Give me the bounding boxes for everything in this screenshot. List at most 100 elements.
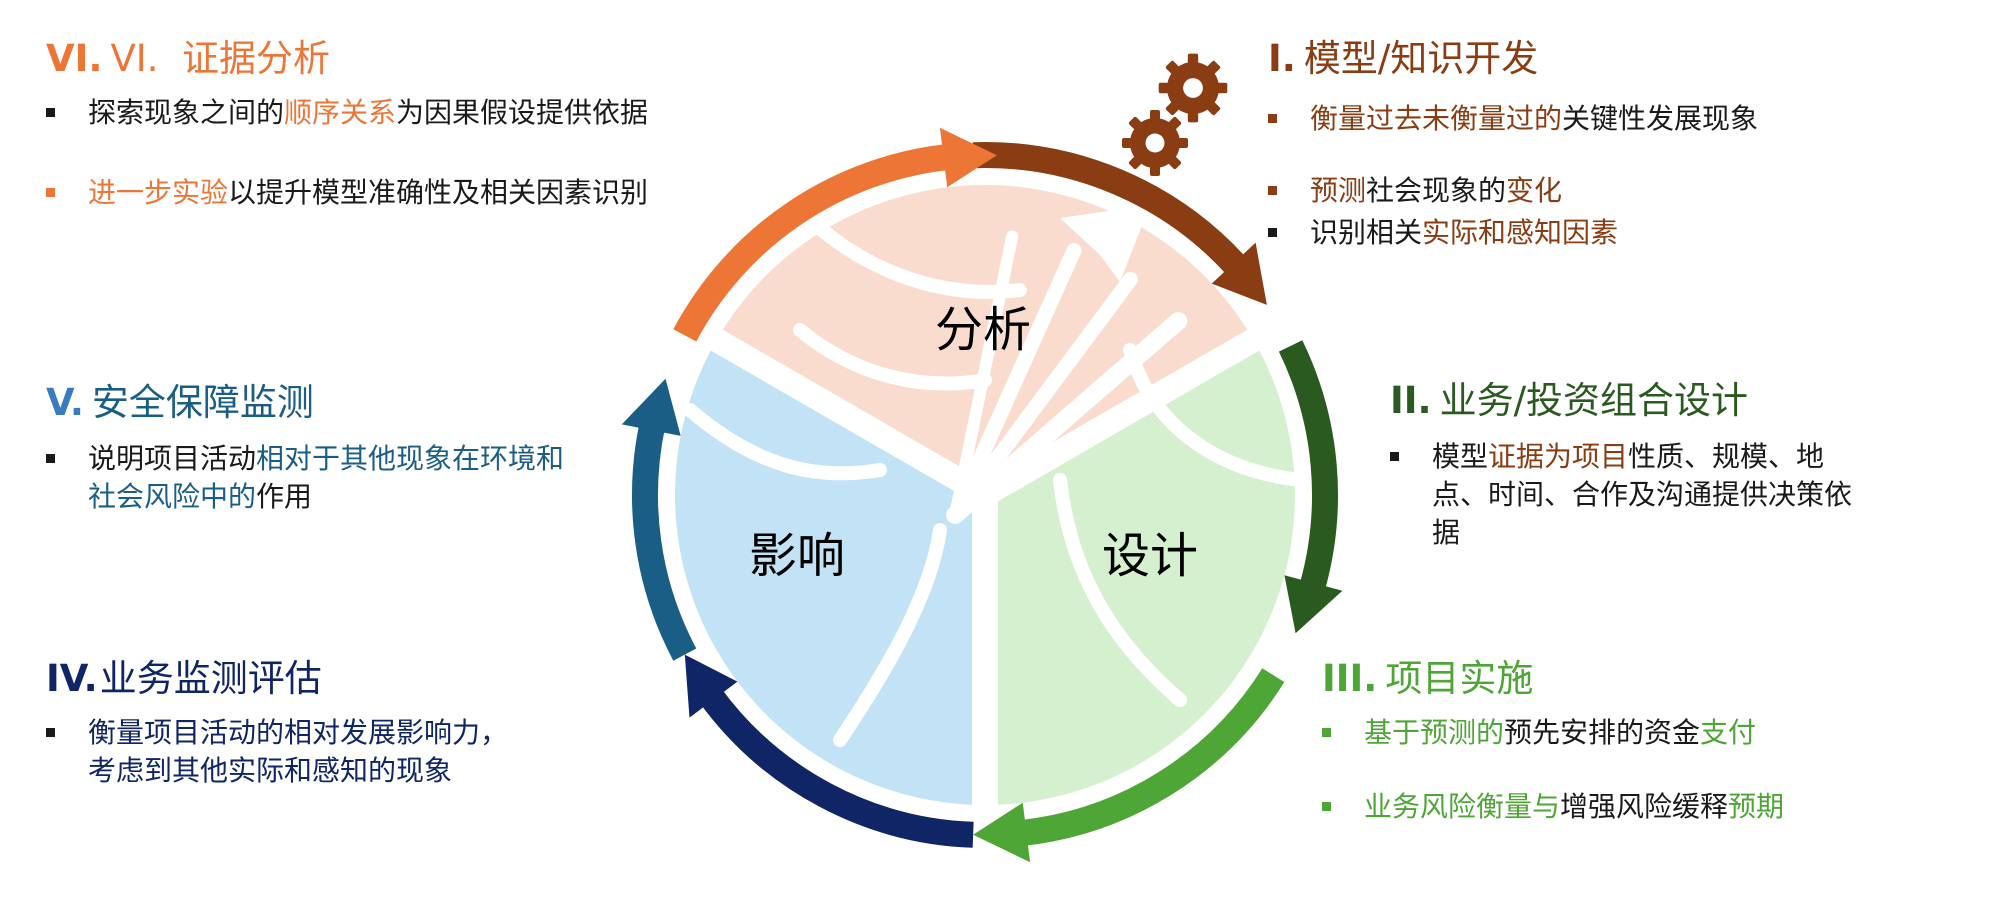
bullet-item: 模型证据为项目性质、规模、地点、时间、合作及沟通提供决策依据: [1390, 438, 1910, 552]
bullet-item: 探索现象之间的顺序关系为因果假设提供依据: [46, 94, 726, 132]
section-title: 业务/投资组合设计: [1439, 379, 1749, 422]
bullet-marker: [46, 728, 55, 737]
bullet-text: 基于预测的预先安排的资金支付: [1364, 714, 1756, 752]
bullet-text-run: 支付: [1700, 716, 1757, 749]
bullet-text-run: 预先安排的资金: [1504, 716, 1701, 749]
section-number: II.: [1390, 379, 1432, 422]
section-heading: I.模型/知识开发: [1268, 36, 1888, 82]
section-number: III.: [1322, 657, 1378, 700]
inner-swoosh-line: [833, 523, 947, 747]
bullet-text-run: 关键性发展现象: [1562, 102, 1759, 135]
bullet-item: 识别相关实际和感知因素: [1268, 214, 1888, 252]
section-title: VI. 证据分析: [110, 37, 330, 80]
bullet-text-run: 增强风险缓释: [1560, 790, 1729, 823]
segment-label-impact: 影响: [749, 528, 845, 584]
arc-arrow-implementation-head: [973, 802, 1031, 863]
bullet-text: 预测社会现象的变化: [1310, 172, 1562, 210]
bullet-text-run: 为因果假设提供依据: [396, 96, 649, 129]
bullet-text: 衡量过去未衡量过的关键性发展现象: [1310, 100, 1758, 138]
bullet-text-run: 进一步实验: [88, 176, 229, 209]
bullet-text-run: 实际和感知因素: [1422, 216, 1619, 249]
bullet-text: 识别相关实际和感知因素: [1310, 214, 1618, 252]
section-heading: II.业务/投资组合设计: [1390, 378, 1910, 424]
gear-icon: [1158, 53, 1228, 123]
bullet-item: 衡量项目活动的相对发展影响力，考虑到其他实际和感知的现象: [46, 714, 566, 790]
arc-arrow-monitoring-head: [684, 654, 738, 718]
arc-arrow-model-development: [972, 142, 1248, 277]
section-monitoring-evaluation: IV.业务监测评估 衡量项目活动的相对发展影响力，考虑到其他实际和感知的现象: [46, 656, 566, 790]
segment-divider: [693, 319, 991, 506]
bullet-text-run: 预测: [1310, 174, 1367, 207]
bullet-item: 基于预测的预先安排的资金支付: [1322, 714, 1922, 752]
segment-label-design: 设计: [1102, 528, 1198, 584]
segment-label-analysis: 分析: [935, 302, 1031, 358]
bullet-item: 业务风险衡量与增强风险缓释预期: [1322, 788, 1922, 826]
bullet-text-run: 相对于其他现象在环境和社会风险中的: [88, 442, 565, 513]
bullet-marker: [1268, 228, 1277, 237]
bullet-marker: [46, 454, 55, 463]
section-safeguard-monitoring: V.安全保障监测 说明项目活动相对于其他现象在环境和社会风险中的作用: [46, 380, 606, 516]
arc-arrow-evidence-analysis-head: [939, 127, 997, 188]
bullet-text-run: 模型: [1432, 440, 1489, 473]
arc-arrow-portfolio-design-head: [1284, 575, 1343, 634]
bullet-text-run: 衡量项目活动的相对发展影响力，考虑到其他实际和感知的现象: [88, 716, 509, 787]
white-arrow-ray: [946, 312, 1188, 524]
arc-arrow-portfolio-design: [1278, 340, 1338, 593]
bullet-text-run: 说明项目活动: [88, 442, 257, 475]
bullet-text-run: 证据为项目: [1488, 440, 1629, 473]
arc-arrow-safeguards: [632, 421, 697, 661]
section-number: IV.: [46, 657, 98, 700]
bullet-text-run: 性质、规模、地点、时间、合作及沟通提供决策依据: [1432, 440, 1853, 549]
arc-arrow-implementation: [1019, 668, 1285, 847]
bullet-text-run: 基于预测的: [1364, 716, 1505, 749]
bullet-marker: [1322, 728, 1331, 737]
inner-swoosh-line: [1053, 473, 1187, 707]
gear-hole: [1145, 133, 1165, 153]
inner-swoosh-line: [683, 403, 887, 481]
arc-arrow-monitoring: [699, 687, 974, 848]
bullet-item: 衡量过去未衡量过的关键性发展现象: [1268, 100, 1888, 138]
inner-swoosh-line: [1123, 343, 1307, 487]
bullet-text: 模型证据为项目性质、规模、地点、时间、合作及沟通提供决策依据: [1432, 438, 1872, 552]
bullet-text-run: 顺序关系: [284, 96, 397, 129]
gear-icon: [1122, 110, 1188, 176]
bullet-marker: [46, 188, 55, 197]
bullet-text: 衡量项目活动的相对发展影响力，考虑到其他实际和感知的现象: [88, 714, 508, 790]
section-portfolio-design: II.业务/投资组合设计 模型证据为项目性质、规模、地点、时间、合作及沟通提供决…: [1390, 378, 1910, 552]
section-project-implementation: III.项目实施 基于预测的预先安排的资金支付 业务风险衡量与增强风险缓释预期: [1322, 656, 1922, 826]
bullet-marker: [1322, 802, 1331, 811]
bullet-text-run: 变化: [1506, 174, 1563, 207]
section-model-development: I.模型/知识开发 衡量过去未衡量过的关键性发展现象 预测社会现象的变化 识别相…: [1268, 36, 1888, 252]
segment-divider: [978, 319, 1277, 506]
bullet-text: 探索现象之间的顺序关系为因果假设提供依据: [88, 94, 648, 132]
section-number: I.: [1268, 37, 1296, 80]
bullet-text-run: 识别相关: [1310, 216, 1423, 249]
bullet-marker: [1268, 186, 1277, 195]
section-heading: VI.VI. 证据分析: [46, 36, 726, 82]
section-title: 项目实施: [1385, 657, 1534, 700]
section-heading: IV.业务监测评估: [46, 656, 566, 702]
bullet-text: 说明项目活动相对于其他现象在环境和社会风险中的作用: [88, 440, 568, 516]
gear-hole: [1183, 78, 1203, 98]
bullet-text-run: 预期: [1728, 790, 1785, 823]
bullet-text-run: 作用: [256, 480, 313, 513]
section-title: 模型/知识开发: [1303, 37, 1539, 80]
arc-arrow-model-development-head: [1211, 242, 1267, 305]
section-title: 安全保障监测: [91, 381, 314, 424]
section-heading: V.安全保障监测: [46, 380, 606, 426]
arc-arrow-evidence-analysis: [673, 143, 951, 342]
white-arrow-ray: [949, 230, 1019, 521]
section-number: VI.: [46, 37, 103, 80]
bullet-item: 说明项目活动相对于其他现象在环境和社会风险中的作用: [46, 440, 606, 516]
white-arrow-ray: [947, 243, 1082, 523]
bullet-item: 预测社会现象的变化: [1268, 172, 1888, 210]
bullet-text: 进一步实验以提升模型准确性及相关因素识别: [88, 174, 648, 212]
bullet-text-run: 以提升模型准确性及相关因素识别: [228, 176, 649, 209]
bullet-text-run: 探索现象之间的: [88, 96, 285, 129]
white-arrow-head: [1060, 205, 1150, 282]
bullet-item: 进一步实验以提升模型准确性及相关因素识别: [46, 174, 726, 212]
bullet-marker: [1268, 114, 1277, 123]
bullet-text-run: 业务风险衡量与: [1364, 790, 1561, 823]
bullet-marker: [1390, 452, 1399, 461]
